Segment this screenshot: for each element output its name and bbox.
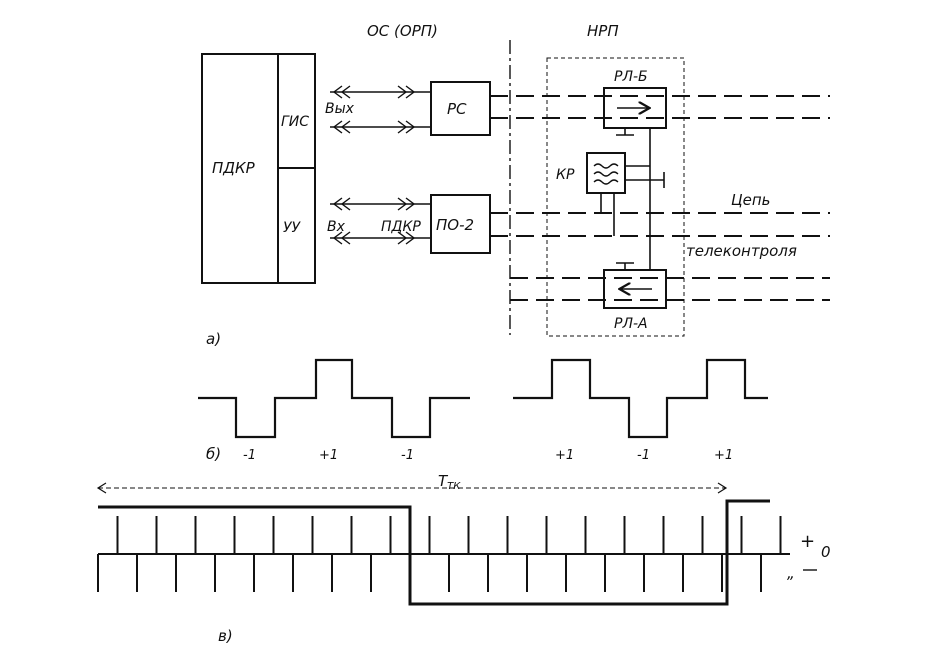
pulse-level-label: +1 <box>555 448 574 463</box>
nrp-wiring <box>600 128 665 270</box>
ttk-period-marker <box>96 482 728 494</box>
rl-a-label: РЛ-А <box>614 316 648 332</box>
rs-box <box>430 81 491 136</box>
pulse-level-label: -1 <box>401 448 414 463</box>
rl-a-box <box>603 269 667 309</box>
in-label: Вх <box>327 219 346 235</box>
out-label: Вых <box>325 101 355 117</box>
po2-box <box>430 194 491 254</box>
pdkr-block <box>201 53 316 284</box>
telecontrol-envelope <box>98 499 770 606</box>
pulse-level-label: +1 <box>714 448 733 463</box>
station-nrp-label: НРП <box>587 22 619 40</box>
part-a-label: а) <box>206 330 221 348</box>
pulse-level-label: -1 <box>637 448 650 463</box>
telecontrol-label: телеконтроля <box>686 242 797 260</box>
pulse-level-label: +1 <box>319 448 338 463</box>
rl-b-label: РЛ-Б <box>614 69 648 85</box>
kr-filter <box>586 152 626 194</box>
output-lines <box>330 85 430 134</box>
ttk-label: TТК <box>438 472 461 492</box>
pulse-waveform-left <box>198 358 470 439</box>
line-pairs <box>490 95 830 301</box>
circuit-label: Цепь <box>731 191 771 209</box>
uu-label: УУ <box>283 220 302 236</box>
po2-label: ПО-2 <box>436 216 474 234</box>
input-lines <box>330 197 430 245</box>
nrp-enclosure <box>546 57 685 337</box>
kr-label: КР <box>556 167 575 183</box>
zero-label: 0 <box>821 543 831 561</box>
plus-label: + <box>800 531 815 552</box>
minus-label: „ <box>787 564 795 582</box>
gis-label: ГИС <box>281 114 309 130</box>
pulse-level-label: -1 <box>243 448 256 463</box>
pulse-waveform-right <box>513 358 768 439</box>
part-v-label: в) <box>218 627 233 645</box>
part-b-label: б) <box>206 445 221 463</box>
pdkr-block-label: ПДКР <box>212 159 256 177</box>
pulse-ticks <box>97 516 782 592</box>
pdkr-line-label: ПДКР <box>381 219 421 235</box>
rs-label: РС <box>447 100 467 118</box>
station-os-label: ОС (ОРП) <box>367 22 438 40</box>
rl-b-box <box>603 87 667 129</box>
